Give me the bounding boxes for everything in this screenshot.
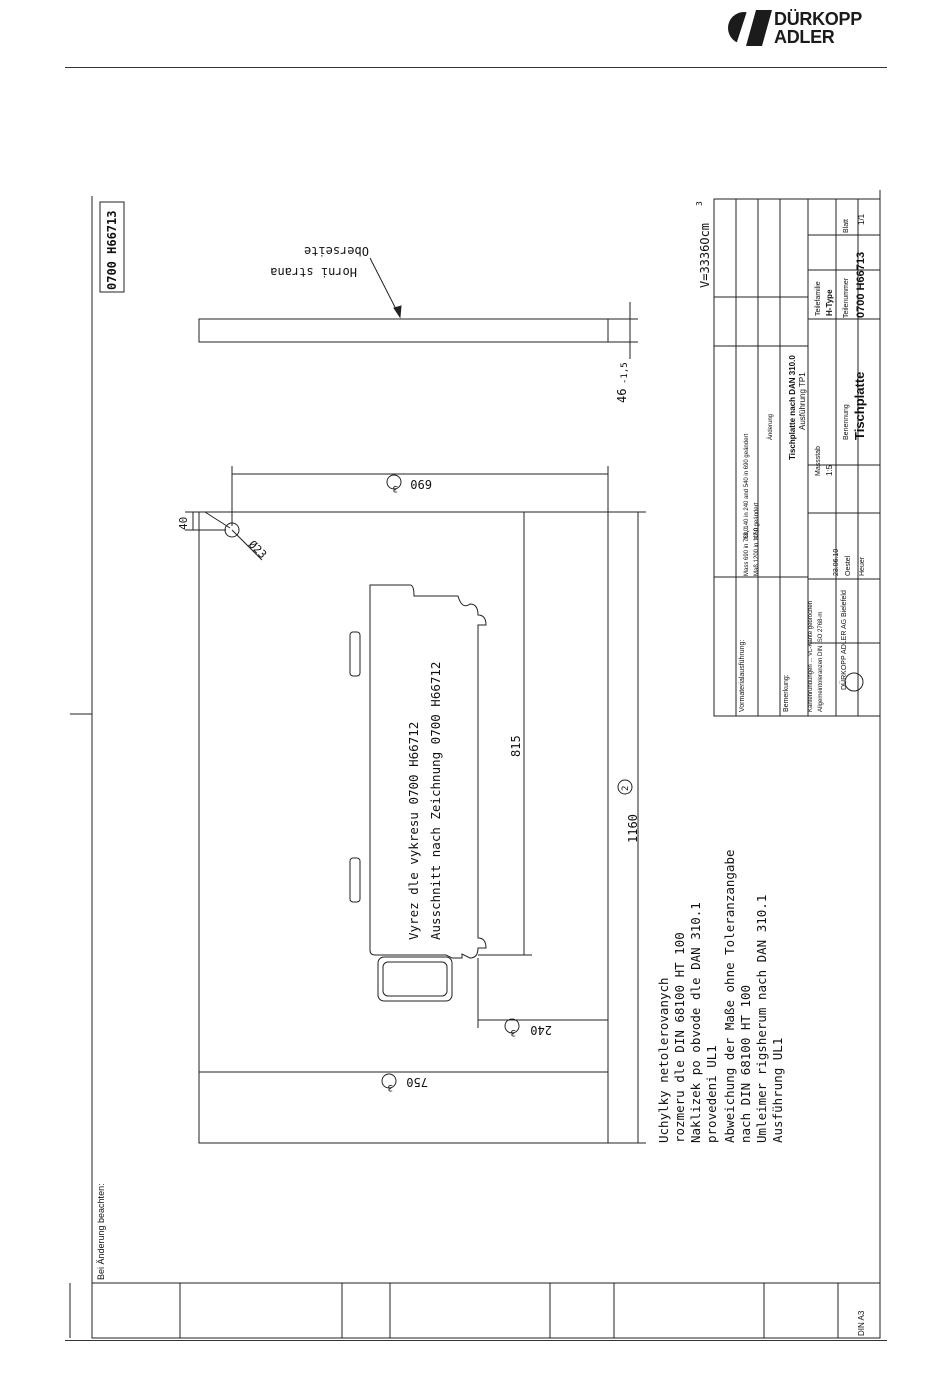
revision-text-1: Mass 690 in 750, 140 in 240 and 540 in 6…: [744, 434, 750, 576]
revision-text-2: Maß 1200 in 1160 geändert: [754, 502, 760, 576]
note-line-7: Umleimer rigsherum nach DAN 310.1: [754, 895, 769, 1143]
header-rule: [65, 67, 887, 68]
dim-40: 40: [177, 517, 190, 530]
dim-750: 750: [406, 1075, 428, 1089]
title-block-number: 0700 H66713: [855, 252, 867, 318]
volume-exponent: 3: [695, 201, 704, 206]
title-block-type-label: Teilefamilie: [815, 281, 822, 316]
title-block-standard: DIN A3: [857, 1310, 866, 1336]
title-block: [713, 198, 881, 717]
cutout-note-de: Ausschnitt nach Zeichnung 0700 H66712: [428, 662, 443, 940]
remarks-label: Bemerkung:: [783, 674, 790, 712]
note-line-1: Uchylky netolerovanych: [656, 977, 671, 1143]
title-block-designation-label: Benennung: [843, 404, 850, 440]
title-block-title: Tischplatte: [852, 372, 867, 440]
title-block-type: H-Type: [825, 289, 834, 316]
change-note: Bei Änderung beachten:: [96, 1183, 106, 1280]
company-seal-icon: [844, 672, 864, 692]
title-block-company: DÜRKOPP ADLER AG Bielefeld: [840, 590, 848, 690]
edge-note: Kantenrundungen ... VL-Kante gebrochen: [808, 601, 814, 712]
ref-3-240: 3: [511, 1027, 516, 1037]
thickness-dim: 46: [615, 389, 629, 403]
logo-mark-icon: [728, 10, 772, 46]
dim-1160: 1160: [626, 814, 640, 843]
drawing-number-label: 0700 H66713: [105, 211, 119, 290]
surface-label-cz: Horni strana: [270, 265, 357, 279]
title-block-scale: 1:5: [825, 464, 834, 476]
note-line-6: nach DIN 68100 HT 100: [738, 985, 753, 1143]
dim-815: 815: [509, 735, 523, 757]
side-view: [198, 318, 609, 343]
title-block-material: Tischplatte nach DAN 310.0: [788, 355, 797, 460]
title-block-drawn-by: Oestel: [845, 555, 852, 576]
thickness-tolerance: -1,5: [620, 362, 630, 384]
title-block-sheet-label: Blatt: [843, 219, 850, 233]
title-block-number-label: Teilenummer: [843, 277, 850, 318]
board-outline: [198, 511, 609, 1144]
ref-2: 2: [621, 786, 631, 791]
surface-label-de: Oberseite: [304, 244, 369, 258]
revision-id-2: X2,0: [754, 527, 760, 540]
note-line-4: provedeni UL1: [704, 1045, 719, 1143]
revision-header: Änderung: [767, 414, 774, 440]
ref-3-750: 3: [388, 1082, 393, 1092]
cutout-outline: [369, 584, 487, 959]
dim-690: 690: [410, 477, 432, 491]
cutout-note-cz: Vyrez dle vykresu 0700 H66712: [406, 722, 421, 940]
note-line-8: Ausführung UL1: [770, 1038, 785, 1143]
handling-label: Vormaterialausführung:: [739, 640, 746, 712]
dim-240: 240: [530, 1023, 552, 1037]
dim-hole-diameter: Ø23: [246, 538, 269, 561]
footer-rule: [65, 1340, 887, 1341]
volume-label: V=3336Ocm: [698, 223, 712, 288]
title-block-date: 23.06.10: [833, 549, 840, 576]
general-tolerance: Allgemeintoleranzen DIN ISO 2768-m: [818, 612, 824, 712]
title-block-scale-label: Massstab: [815, 446, 822, 476]
title-block-execution: Ausführung TP1: [798, 372, 807, 430]
note-line-5: Abweichung der Maße ohne Toleranzangabe: [722, 850, 737, 1144]
note-line-3: Naklizek po obvode dle DAN 310.1: [688, 902, 703, 1143]
ref-3-top: 3: [393, 483, 398, 493]
revision-id-1: X3,0: [744, 527, 750, 540]
brand-name-line2: ADLER: [774, 27, 835, 47]
brand-name-line1: DÜRKOPP: [774, 9, 862, 29]
brand-logo: DÜRKOPP ADLER: [726, 8, 886, 50]
note-line-2: rozmeru dle DIN 68100 HT 100: [672, 932, 687, 1143]
title-block-sheet: 1/1: [857, 213, 866, 225]
title-block-checked-by: Heuer: [859, 556, 866, 576]
